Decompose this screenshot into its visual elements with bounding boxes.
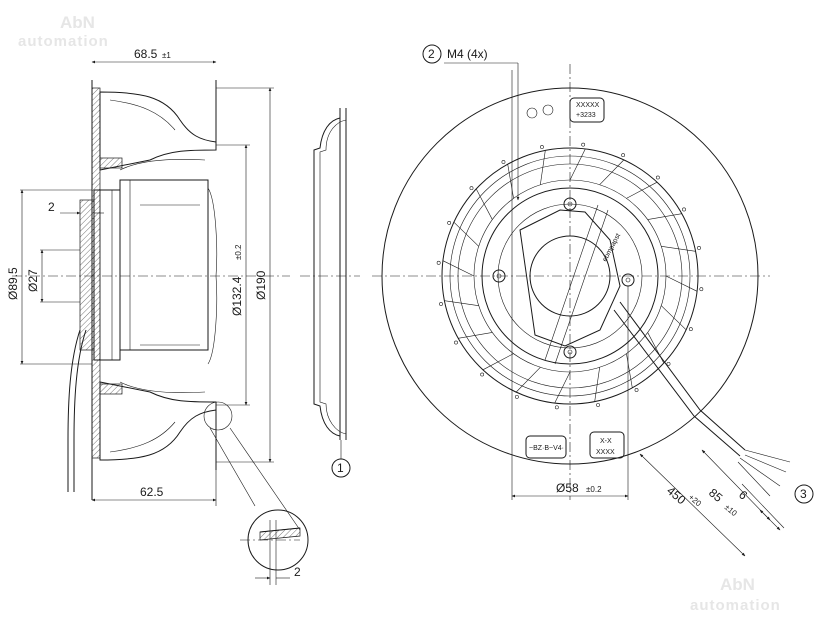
- label-bottom-left-text: ~BZ·B~V4·: [529, 445, 564, 452]
- front-view: ebmpapst XXXXX +3233 ~BZ·B~V4· X-X XXXX …: [372, 44, 814, 557]
- blade-tick: [569, 148, 586, 181]
- blade-tick: [594, 367, 600, 402]
- blade-tick: [626, 353, 633, 388]
- detail-view: 2: [240, 509, 309, 585]
- rivet-mark: [596, 403, 600, 407]
- callout-2: 2: [428, 47, 435, 61]
- blade-tick: [554, 371, 571, 404]
- label-bottom-right-line1: X-X: [600, 438, 612, 445]
- label-bottom-left: [525, 435, 567, 459]
- dim-bolt-circle-tol: ±0.2: [586, 485, 602, 494]
- watermark-sub-top: automation: [18, 33, 109, 50]
- dim-wheel-inlet-tol: ±0.2: [234, 244, 243, 260]
- rivet-mark: [666, 361, 671, 366]
- blade-tick: [540, 150, 546, 185]
- blade-tick: [626, 181, 658, 199]
- dim-overall-depth-tol: ±1: [162, 51, 171, 60]
- rivet-mark: [469, 186, 474, 191]
- blade-ticks: [436, 142, 704, 410]
- callout-3: 3: [800, 487, 807, 501]
- profile-view: 1: [300, 108, 360, 478]
- mounting-hole-bottom: [563, 345, 577, 359]
- rivet-mark: [447, 220, 452, 225]
- mounting-hole-left: [492, 269, 506, 283]
- label-bottom-right-line2: XXXX: [596, 449, 615, 456]
- blade-tick: [661, 246, 696, 252]
- rivet-mark: [439, 302, 443, 306]
- label-top-line2: +3233: [576, 112, 596, 119]
- blade-tick: [453, 221, 479, 247]
- label-top: [569, 97, 605, 123]
- watermark-brand-top: AbN: [60, 13, 95, 32]
- rivet-mark: [501, 160, 506, 164]
- callout-3-circle: [794, 484, 814, 504]
- dim-overall-depth: 68.5: [134, 47, 158, 61]
- side-section-view: 68.5 ±1 62.5 2 Ø89.5 Ø27 Ø132.4 ±0.2 Ø19…: [6, 47, 301, 531]
- rivet-mark: [621, 153, 626, 158]
- dim-outer-hub: Ø89.5: [6, 267, 20, 300]
- dim-inner-hub: Ø27: [26, 269, 40, 292]
- dim-flange: 2: [48, 200, 55, 214]
- rivet-mark: [581, 142, 586, 147]
- rivet-mark: [655, 175, 660, 180]
- mounting-hole-top: [563, 197, 577, 211]
- rivet-mark: [688, 327, 693, 332]
- label-bottom-right: [589, 431, 625, 459]
- dim-bolt-circle: Ø58: [556, 481, 579, 495]
- rivet-mark: [699, 287, 704, 292]
- dim-wheel-depth: 62.5: [140, 485, 164, 499]
- rivet-mark: [697, 246, 701, 250]
- wire-end: 6: [736, 488, 750, 503]
- rivet-mark: [554, 405, 559, 410]
- blade-tick: [444, 300, 479, 306]
- cable-length-tol: +20: [687, 493, 704, 509]
- rivet-mark: [436, 260, 441, 265]
- label-top-line1: XXXXX: [576, 102, 600, 109]
- strip-length-tol: ±10: [723, 503, 739, 519]
- watermark-brand-bottom: AbN: [720, 575, 755, 594]
- dim-wheel-inlet: Ø132.4: [230, 276, 244, 316]
- hub-brand-text: ebmpapst: [602, 232, 623, 262]
- blade-tick: [599, 159, 625, 185]
- detail-dim: 2: [294, 565, 301, 579]
- rivet-mark: [634, 388, 639, 392]
- callout-2-circle: [422, 44, 442, 64]
- blade-tick: [661, 305, 687, 331]
- rivet-mark: [540, 145, 544, 149]
- blade-tick: [482, 353, 514, 371]
- rivet-mark: [682, 207, 686, 212]
- blade-tick: [665, 275, 698, 292]
- blade-tick: [647, 213, 682, 220]
- strip-length: 85: [706, 486, 725, 506]
- blade-tick: [442, 260, 475, 277]
- thread-label: M4 (4x): [447, 47, 488, 61]
- blade-tick: [515, 367, 541, 393]
- watermark-sub-bottom: automation: [690, 597, 781, 614]
- callout-1: 1: [337, 461, 344, 475]
- rivet-mark: [480, 372, 485, 377]
- rivet-mark: [514, 394, 519, 399]
- rivet-mark: [454, 340, 458, 345]
- blade-tick: [475, 188, 493, 220]
- cable-length: 450: [664, 484, 689, 508]
- dim-outer: Ø190: [254, 270, 268, 300]
- blade-tick: [507, 164, 514, 199]
- blade-tick: [458, 332, 493, 339]
